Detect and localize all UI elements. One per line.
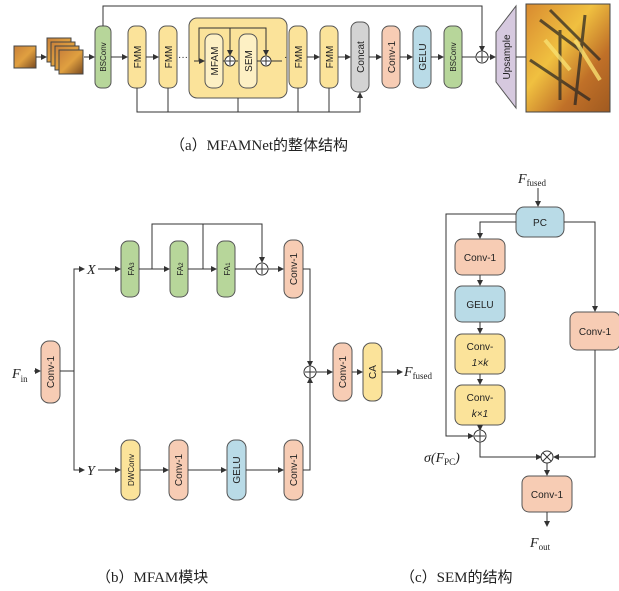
output-image — [526, 4, 610, 112]
conv-1xk-label-b: 1×k — [472, 358, 489, 369]
gelu-label-a: GELU — [418, 43, 429, 70]
fused-label-c: Ffused — [517, 172, 547, 188]
conv1-label-c2: Conv-1 — [579, 327, 612, 338]
conv-kx1-label-a: Conv- — [467, 393, 494, 404]
mfam-inner-label: MFAM — [210, 47, 221, 76]
panel-c: Ffused PC Conv-1 GELU Conv- 1×k Conv- k×… — [400, 172, 619, 586]
concat-label: Concat — [356, 41, 367, 73]
y-label: Y — [87, 464, 97, 479]
fout-label: Fout — [529, 536, 551, 552]
sem-inner-label: SEM — [244, 50, 255, 72]
upsample-label: Upsample — [502, 34, 513, 79]
fin-label: Fin — [11, 367, 28, 384]
conv1-label-c1: Conv-1 — [464, 253, 497, 264]
pc-label: PC — [533, 218, 547, 229]
mfam-container — [189, 18, 287, 98]
gelu-label-b: GELU — [232, 456, 243, 483]
conv1-label-b-out: Conv-1 — [338, 355, 349, 388]
caption-a: （a）MFAMNet的整体结构 — [170, 137, 348, 154]
fmm-label-3: FMM — [294, 46, 305, 69]
fmm-label-4: FMM — [325, 46, 336, 69]
conv1-label-b-in: Conv-1 — [46, 355, 57, 388]
panel-a: BSConv FMM FMM ······· MFAM SEM ······· … — [14, 4, 610, 154]
conv1-label-b-y1: Conv-1 — [174, 453, 185, 486]
input-image — [14, 46, 36, 68]
conv-1xk-label-a: Conv- — [467, 342, 494, 353]
dwconv-label: DWConv — [127, 454, 136, 486]
conv1-label-c3: Conv-1 — [531, 490, 564, 501]
sigma-label: σ(FPC) — [424, 451, 460, 467]
ca-label: CA — [368, 365, 379, 379]
panel-b: Fin Conv-1 X Y FA3 FA2 FA1 Conv-1 DWConv… — [11, 224, 433, 586]
conv1-label-b-x: Conv-1 — [289, 252, 300, 285]
gelu-label-c: GELU — [466, 300, 493, 311]
bsconv-label-2: BSConv — [449, 42, 458, 71]
feature-maps-stack — [47, 38, 83, 74]
conv1-label-b-y2: Conv-1 — [289, 453, 300, 486]
caption-c: （c）SEM的结构 — [400, 569, 513, 586]
fmm-label-1: FMM — [133, 46, 144, 69]
x-label: X — [86, 263, 96, 278]
conv-kx1-label-b: k×1 — [472, 409, 488, 420]
fused-label-b: Ffused — [403, 365, 433, 381]
caption-b: （b）MFAM模块 — [96, 569, 208, 586]
fmm-label-2: FMM — [164, 46, 175, 69]
bsconv-label-1: BSConv — [99, 42, 108, 71]
conv1-label-a: Conv-1 — [387, 40, 398, 73]
